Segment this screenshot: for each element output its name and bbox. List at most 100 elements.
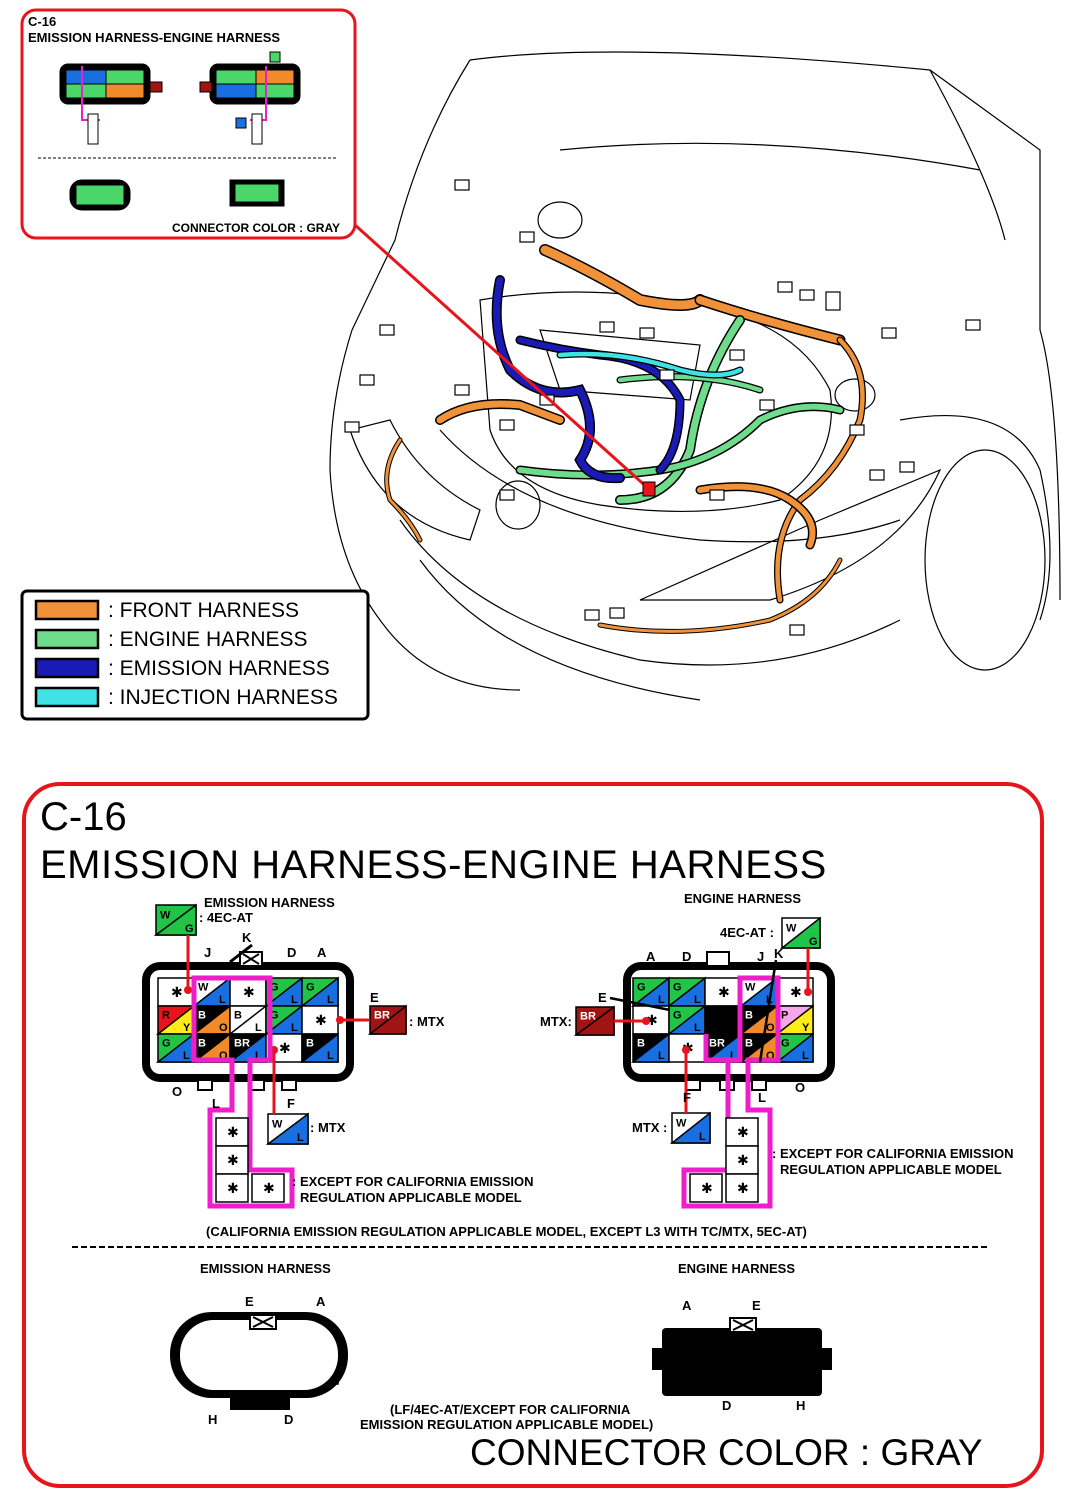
pin-code-bottom: L [694, 1022, 701, 1034]
pin-cell: GL [774, 1032, 814, 1063]
pin-code-bottom: L [730, 1050, 737, 1062]
pin-cell-unused: ✱ [725, 1173, 759, 1203]
legend-label-injection: : INJECTION HARNESS [108, 686, 338, 709]
pin-letter-j-left: J [204, 945, 212, 960]
pin-letter-j-right: J [757, 949, 765, 964]
pin-letter-a-right: A [646, 949, 656, 964]
svg-text:✱: ✱ [646, 1012, 658, 1028]
pin-letter-f-right: F [683, 1090, 691, 1105]
pin-cell-unused: ✱ [215, 1117, 249, 1147]
pin-letter-d-right: D [682, 949, 692, 964]
svg-text:✱: ✱ [279, 1040, 291, 1056]
lower-left-letter-d: D [284, 1412, 294, 1427]
pin-code-top: BR [709, 1038, 725, 1050]
label-4ec-at-left: : 4EC-AT [199, 910, 253, 925]
pin-cell: GL [666, 976, 706, 1007]
pin-code-top: B [198, 1010, 206, 1022]
wire-box-4ec-at-left: WG [153, 903, 197, 936]
pin-code-top: B [306, 1038, 314, 1050]
pin-cell: BL [299, 1032, 339, 1063]
pin-cell-unused: ✱ [689, 1173, 723, 1203]
pin-letter-d-left: D [287, 945, 297, 960]
lower-engine-connector [652, 1317, 832, 1396]
pin-letter-o-left: O [172, 1084, 183, 1099]
connector-color-label: CONNECTOR COLOR : GRAY [470, 1432, 983, 1473]
pin-code-bottom: O [219, 1022, 228, 1034]
pin-cell: GL [630, 976, 670, 1007]
pin-code-top: W [676, 1118, 687, 1130]
pin-code-top: B [637, 1038, 645, 1050]
pin-code-top: W [160, 910, 171, 922]
pin-cell-unused: ✱ [725, 1117, 759, 1147]
pin-code-bottom: Y [802, 1022, 810, 1034]
magenta-route-right [681, 975, 781, 1209]
pin-letter-k-right: K [774, 946, 784, 961]
svg-text:✱: ✱ [263, 1180, 275, 1196]
pin-code-top: G [270, 1010, 279, 1022]
lf-note-1: (LF/4EC-AT/EXCEPT FOR CALIFORNIA [390, 1402, 631, 1417]
front-harness-wires [384, 244, 866, 634]
pin-letter-a-left: A [317, 945, 327, 960]
pin-code-bottom: L [694, 994, 701, 1006]
pin-code-top: B [745, 1010, 753, 1022]
pin-letter-l-right: L [758, 1090, 766, 1105]
lower-left-letter-e: E [245, 1294, 254, 1309]
pin-code-bottom: O [219, 1050, 228, 1062]
svg-text:✱: ✱ [737, 1124, 749, 1140]
pin-letter-o-right: O [795, 1080, 806, 1095]
emission-harness-wires [491, 275, 685, 484]
svg-text:✱: ✱ [737, 1152, 749, 1168]
legend-label-emission: : EMISSION HARNESS [108, 657, 330, 680]
pin-code-bottom: Y [183, 1022, 191, 1034]
svg-text:✱: ✱ [737, 1180, 749, 1196]
lower-engine-header: ENGINE HARNESS [678, 1261, 796, 1276]
pin-cell-hatched: BL [227, 1004, 267, 1035]
pin-code-top: BR [234, 1038, 250, 1050]
pin-cell: RY [155, 1004, 195, 1035]
wire-box-wl-mtx-right: WL [669, 1111, 711, 1144]
emission-harness-header: EMISSION HARNESS [204, 895, 335, 910]
inset-mini-diagram [38, 51, 336, 211]
pin-code-bottom: L [255, 1050, 262, 1062]
pin-cell: BL [630, 1032, 670, 1063]
svg-text:✱: ✱ [227, 1180, 239, 1196]
pin-code-bottom: L [255, 1022, 262, 1034]
lower-right-letter-h: H [796, 1398, 806, 1413]
engine-harness-header: ENGINE HARNESS [684, 891, 802, 906]
pin-code-bottom: O [766, 1022, 775, 1034]
pin-cell-hatched [702, 1004, 742, 1035]
inset-code: C-16 [28, 14, 57, 29]
legend-swatch [34, 686, 100, 708]
pin-code-bottom: L [658, 1050, 665, 1062]
legend-label-front: : FRONT HARNESS [108, 599, 299, 622]
legend-swatch [34, 628, 100, 650]
pin-cell: GL [155, 1032, 195, 1063]
lower-right-letter-d: D [722, 1398, 732, 1413]
pin-code-top: W [198, 982, 209, 994]
legend-frame [20, 589, 370, 721]
inset-leader-line [353, 223, 652, 492]
pin-code-top: BR [374, 1010, 390, 1022]
pin-code-bottom: G [809, 936, 818, 948]
label-mtx-br-left: : MTX [409, 1014, 445, 1029]
svg-text:✱: ✱ [243, 984, 255, 1000]
except-note-left-1: : EXCEPT FOR CALIFORNIA EMISSION [292, 1174, 534, 1189]
legend-label-engine: : ENGINE HARNESS [108, 628, 308, 651]
pin-cell-unused: ✱ [215, 1145, 249, 1175]
pin-cell-unused: ✱ [725, 1145, 759, 1175]
pin-code-bottom: L [327, 1050, 334, 1062]
wire-box-br-mtx-right: BR [573, 1005, 615, 1036]
pin-code-top: R [162, 1010, 170, 1022]
pin-cell: GL [666, 1004, 706, 1035]
pin-code-bottom: L [297, 1132, 304, 1144]
lower-left-letter-a: A [316, 1294, 326, 1309]
label-mtx-br-right: MTX: [540, 1014, 572, 1029]
detail-frame [22, 782, 1044, 1488]
connector-location-marker [642, 481, 656, 497]
lower-emission-connector [170, 1312, 348, 1410]
pin-code-bottom: G [185, 923, 194, 935]
pin-letter-k-left: K [242, 930, 252, 945]
pin-cell: GL [299, 976, 339, 1007]
